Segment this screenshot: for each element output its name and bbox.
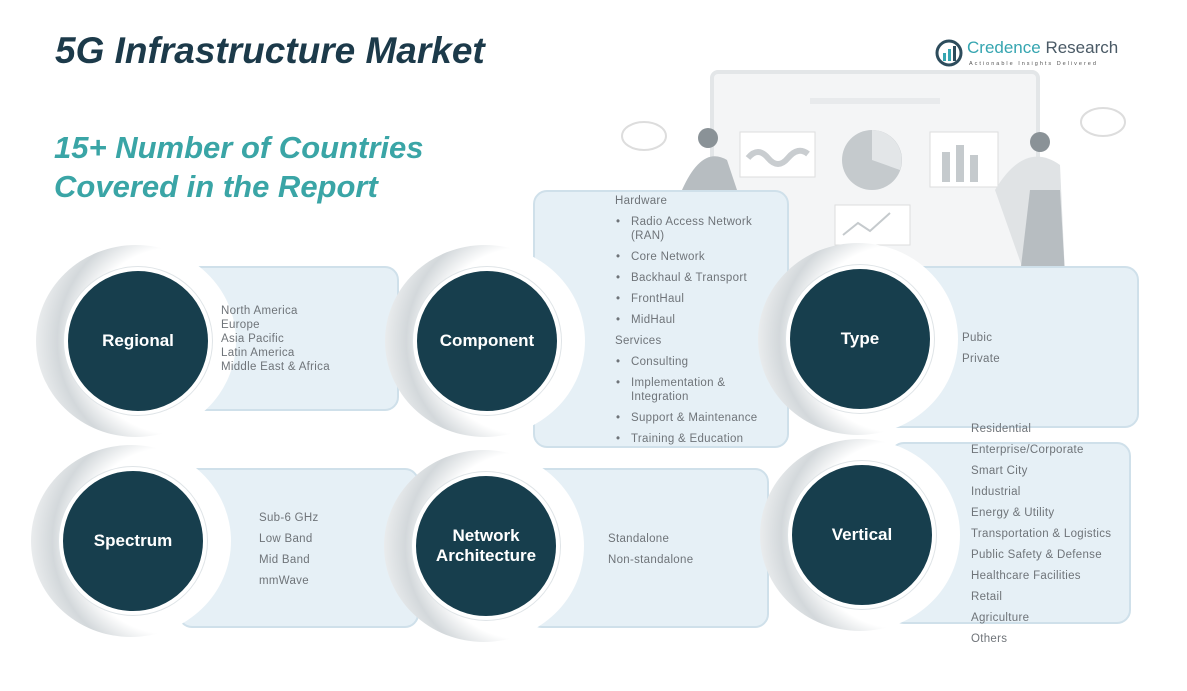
type-list: Pubic Private: [962, 331, 1000, 373]
list-item: mmWave: [259, 575, 309, 587]
list-item: Support & Maintenance: [615, 411, 780, 425]
list-item: Non-standalone: [608, 554, 694, 566]
hardware-heading: Hardware: [615, 195, 668, 207]
vertical-list: Residential Enterprise/Corporate Smart C…: [971, 422, 1111, 653]
list-item: Healthcare Facilities: [971, 570, 1081, 582]
list-item: FrontHaul: [615, 292, 780, 306]
logo-tagline: Actionable Insights Delivered: [969, 61, 1098, 67]
list-item: Consulting: [615, 355, 780, 369]
vertical-circle: Vertical: [788, 461, 936, 609]
services-heading: Services: [615, 335, 662, 347]
countries-subtitle: 15+ Number of Countries Covered in the R…: [54, 128, 424, 206]
list-item: Backhaul & Transport: [615, 271, 780, 285]
list-item: Mid Band: [259, 554, 310, 566]
type-circle: Type: [786, 265, 934, 413]
spectrum-circle: Spectrum: [59, 467, 207, 615]
list-item: Core Network: [615, 250, 780, 264]
list-item: Others: [971, 633, 1008, 645]
list-item: Middle East & Africa: [221, 361, 330, 373]
list-item: Public Safety & Defense: [971, 549, 1102, 561]
network-label-2: Architecture: [435, 546, 537, 565]
spectrum-list: Sub-6 GHz Low Band Mid Band mmWave: [259, 511, 319, 595]
network-list: Standalone Non-standalone: [608, 532, 693, 574]
list-item: Training & Education: [615, 432, 780, 446]
network-circle: Network Architecture: [412, 472, 560, 620]
list-item: North America: [221, 305, 298, 317]
component-list: Hardware Radio Access Network (RAN) Core…: [615, 194, 780, 453]
list-item: Europe: [221, 319, 260, 331]
regional-circle: Regional: [64, 267, 212, 415]
list-item: Smart City: [971, 465, 1028, 477]
list-item: Retail: [971, 591, 1003, 603]
logo-name: Credence: [967, 38, 1041, 57]
logo-icon: [935, 39, 963, 67]
list-item: Pubic: [962, 332, 993, 344]
list-item: MidHaul: [615, 313, 780, 327]
component-circle: Component: [413, 267, 561, 415]
list-item: Residential: [971, 423, 1032, 435]
list-item: Sub-6 GHz: [259, 512, 319, 524]
list-item: Energy & Utility: [971, 507, 1055, 519]
presentation-illustration: [621, 70, 1126, 275]
list-item: Radio Access Network (RAN): [615, 215, 780, 243]
logo-name-2: Research: [1040, 38, 1119, 57]
credence-logo: Credence Research Actionable Insights De…: [935, 38, 1118, 68]
network-label-1: Network: [452, 526, 520, 545]
list-item: Transportation & Logistics: [971, 528, 1112, 540]
list-item: Agriculture: [971, 612, 1030, 624]
list-item: Asia Pacific: [221, 333, 285, 345]
regional-list: North America Europe Asia Pacific Latin …: [221, 304, 330, 374]
subtitle-line-2: Covered in the Report: [54, 169, 378, 204]
subtitle-line-1: 15+ Number of Countries: [54, 130, 424, 165]
list-item: Industrial: [971, 486, 1021, 498]
list-item: Enterprise/Corporate: [971, 444, 1084, 456]
list-item: Standalone: [608, 533, 670, 545]
list-item: Private: [962, 353, 1000, 365]
page-title: 5G Infrastructure Market: [55, 30, 485, 71]
list-item: Low Band: [259, 533, 313, 545]
list-item: Latin America: [221, 347, 295, 359]
list-item: Implementation & Integration: [615, 376, 780, 404]
